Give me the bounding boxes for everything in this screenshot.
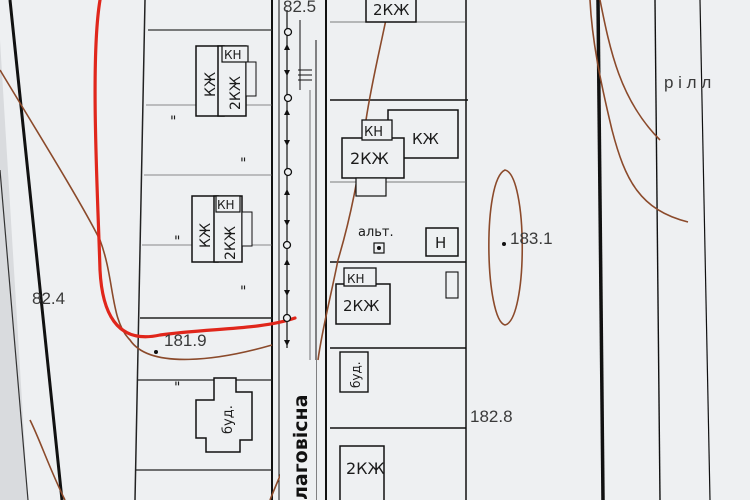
elevation-point — [154, 350, 158, 354]
road-edge-right-3 — [699, 0, 711, 500]
elevation-bottom-right: 182.8 — [470, 407, 513, 426]
parcel-column-left — [134, 0, 146, 500]
kn-label: КН — [347, 272, 365, 286]
svg-text:": " — [240, 284, 246, 300]
well-symbol — [373, 242, 385, 254]
elevation-point — [502, 242, 506, 246]
road-edge-right-2 — [654, 0, 661, 500]
paper-shadow-left — [0, 40, 28, 500]
building-bottom-right: 2КЖ — [339, 445, 385, 500]
boundary-line-left — [8, 0, 64, 500]
elevation-center-left: 181.9 — [164, 331, 207, 350]
svg-text:": " — [174, 380, 180, 396]
2kh-label: 2КЖ — [346, 459, 385, 478]
street-label-bg — [280, 360, 316, 500]
highlighted-area-outline — [93, 0, 297, 339]
building-right-a: КН КЖ 2КЖ — [341, 109, 459, 197]
building-right-c: буд. — [339, 351, 369, 393]
svg-text:": " — [240, 156, 246, 172]
kh-label: КЖ — [198, 223, 214, 248]
field-label: р і л л — [664, 73, 711, 92]
bud-label: буд. — [221, 405, 236, 434]
2kh-label: 2КЖ — [350, 149, 389, 168]
utility-line — [282, 10, 312, 348]
kn-label: КН — [224, 48, 242, 62]
bud-label: буд. — [349, 361, 363, 388]
svg-text:": " — [170, 114, 176, 130]
alt-label: альт. — [358, 225, 394, 240]
tick-marks: " " " " " — [170, 114, 246, 396]
kn-label: КН — [364, 125, 383, 140]
building-upper-left-b: КН КЖ 2КЖ — [191, 195, 253, 263]
building-right-b: КН 2КЖ — [335, 267, 459, 325]
building-bottom-left: буд. — [195, 377, 253, 453]
2kh-label: 2КЖ — [228, 76, 244, 110]
elevation-right-oval: 183.1 — [510, 229, 553, 248]
2kh-label: 2КЖ — [343, 297, 379, 315]
road-edge-right-1 — [596, 0, 605, 500]
boundary-line-far-left — [0, 169, 29, 500]
building-upper-left-a: КН КЖ 2КЖ — [195, 45, 257, 117]
elevation-left: 82.4 — [32, 289, 65, 308]
elevation-top: 82.5 — [283, 0, 316, 16]
kh-label: КЖ — [203, 72, 219, 97]
kh-label: КЖ — [412, 130, 439, 148]
kn-label: КН — [217, 198, 235, 212]
h-label: Н — [435, 234, 446, 252]
svg-text:": " — [174, 234, 180, 250]
building-top-right: 2КЖ — [365, 0, 417, 23]
building-label: 2КЖ — [373, 1, 409, 19]
h-box: Н — [425, 227, 459, 257]
street-name: лаговісна — [290, 395, 312, 500]
2kh-label: 2КЖ — [223, 226, 239, 260]
